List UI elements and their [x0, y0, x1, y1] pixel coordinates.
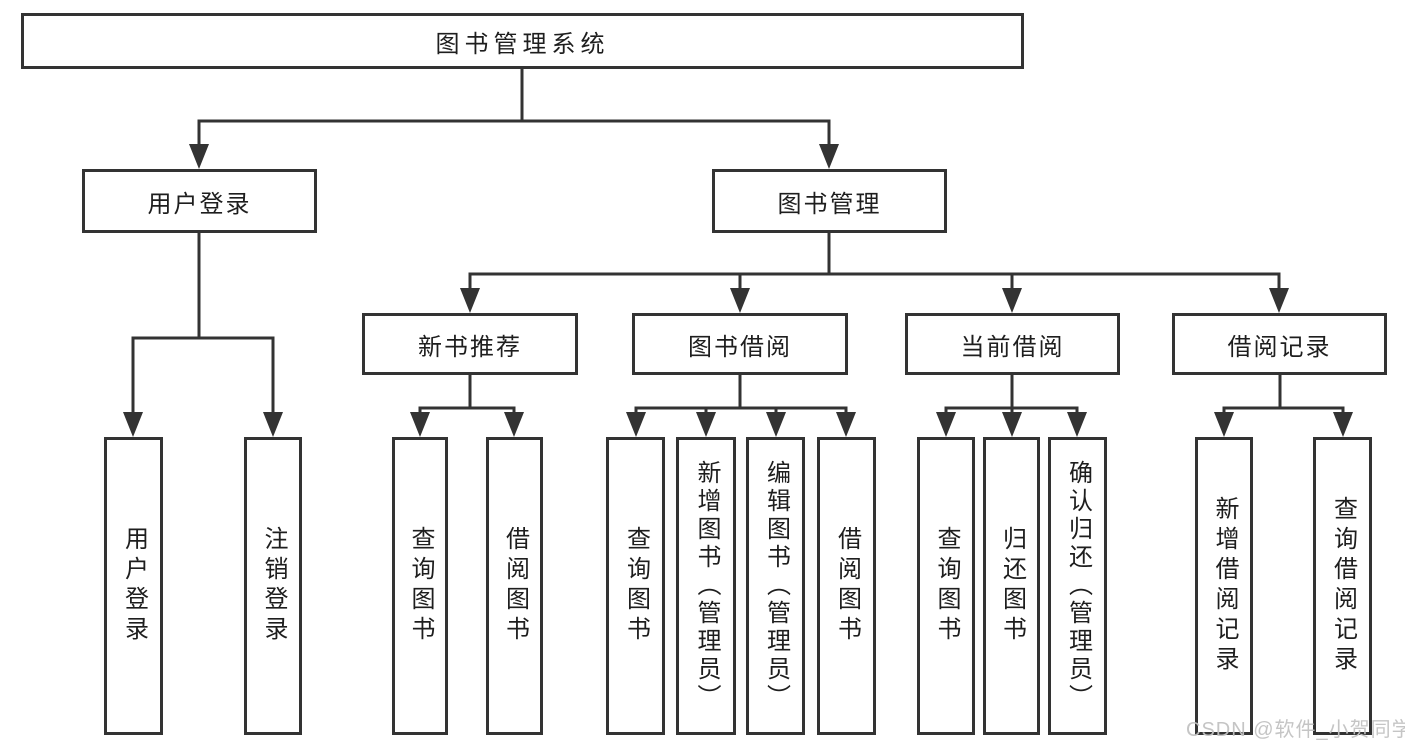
leaf-query-books-current: 查询图书 [917, 437, 975, 735]
leaf-add-books-admin: 新增图书（管理员） [676, 437, 736, 735]
node-new-book-recommendation: 新书推荐 [362, 313, 578, 375]
leaf-edit-books-admin: 编辑图书（管理员） [746, 437, 805, 735]
leaf-confirm-return-admin: 确认归还（管理员） [1048, 437, 1107, 735]
node-user-login: 用户登录 [82, 169, 317, 233]
node-borrowing-records: 借阅记录 [1172, 313, 1387, 375]
leaf-return-books: 归还图书 [983, 437, 1040, 735]
leaf-query-books-borrowing: 查询图书 [606, 437, 665, 735]
leaf-query-books-recommend: 查询图书 [392, 437, 448, 735]
leaf-add-borrow-record: 新增借阅记录 [1195, 437, 1253, 735]
node-library-system: 图书管理系统 [21, 13, 1024, 69]
leaf-user-login: 用户登录 [104, 437, 163, 735]
node-book-management: 图书管理 [712, 169, 947, 233]
leaf-logout-login: 注销登录 [244, 437, 302, 735]
leaf-borrow-books-borrowing: 借阅图书 [817, 437, 876, 735]
arrowheads [123, 144, 1353, 437]
leaf-query-borrow-record: 查询借阅记录 [1313, 437, 1372, 735]
node-current-borrowing: 当前借阅 [905, 313, 1120, 375]
leaf-borrow-books-recommend: 借阅图书 [486, 437, 543, 735]
csdn-watermark: CSDN @软件_小贺同学 [1186, 719, 1405, 741]
node-book-borrowing: 图书借阅 [632, 313, 848, 375]
